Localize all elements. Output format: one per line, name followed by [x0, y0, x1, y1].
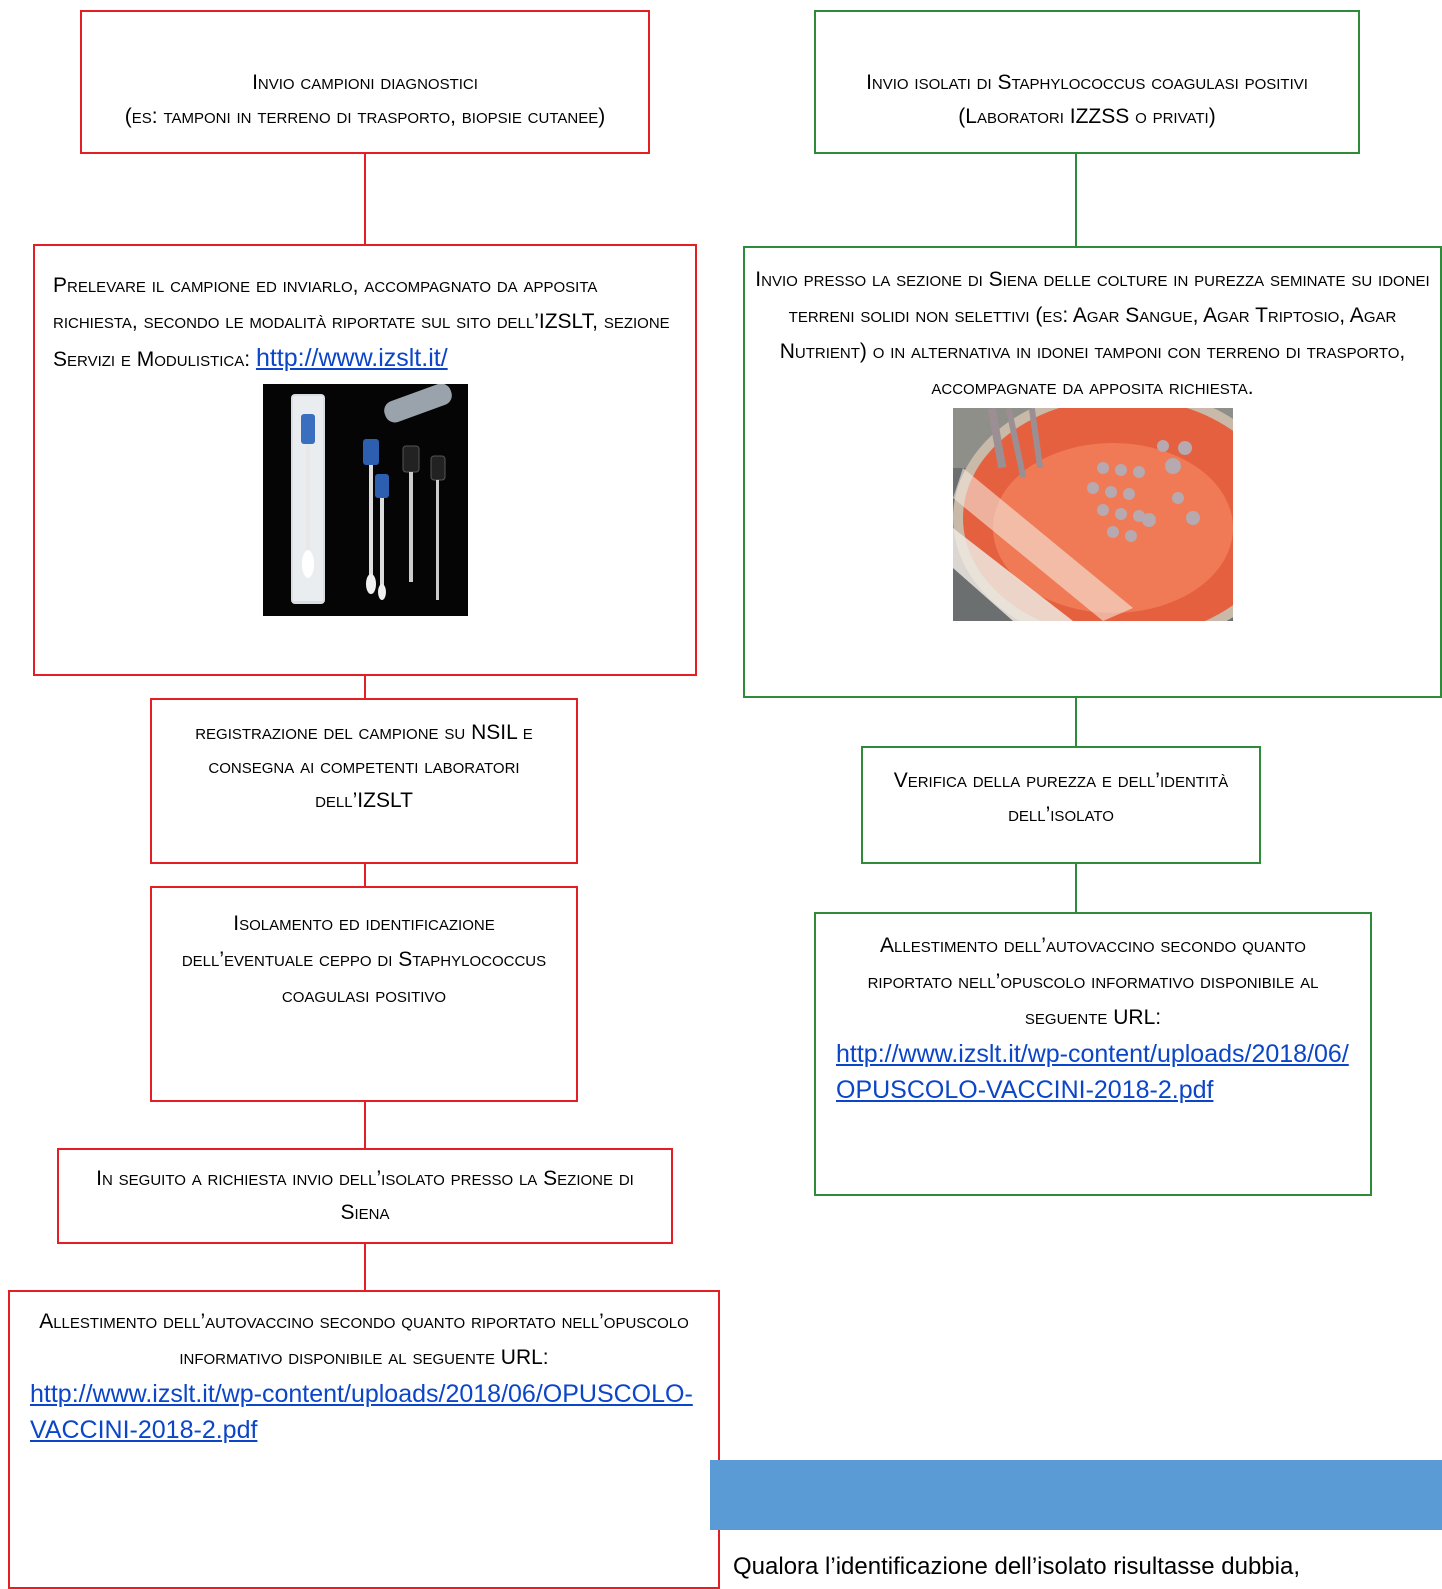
connector-left-4: [364, 1102, 366, 1148]
right-step-send-isolates-text: Invio isolati di Staphylococcus coagulas…: [866, 71, 1308, 128]
connector-left-3: [364, 864, 366, 886]
right-step-verify-purity-text: Verifica della purezza e dell’identità d…: [893, 769, 1229, 826]
left-step-register-sample: registrazione del campione su NSIL e con…: [150, 698, 578, 864]
connector-right-1: [1075, 154, 1077, 246]
right-step-prepare-vaccine-text: Allestimento dell’autovaccino secondo qu…: [867, 934, 1319, 1029]
left-step-collect-sample: Prelevare il campione ed inviarlo, accom…: [33, 244, 697, 676]
right-step-verify-purity: Verifica della purezza e dell’identità d…: [861, 746, 1261, 864]
left-step-send-isolate-text: In seguito a richiesta invio dell’isolat…: [96, 1167, 634, 1224]
connector-right-3: [1075, 864, 1077, 912]
opuscolo-link-right[interactable]: http://www.izslt.it/wp-content/uploads/2…: [836, 1040, 1349, 1104]
opuscolo-link-left[interactable]: http://www.izslt.it/wp-content/uploads/2…: [30, 1380, 693, 1444]
connector-left-5: [364, 1244, 366, 1290]
right-step-send-cultures: Invio presso la sezione di Siena delle c…: [743, 246, 1442, 698]
connector-left-1: [364, 154, 366, 244]
left-step-send-samples-text: Invio campioni diagnostici (es: tamponi …: [124, 71, 606, 128]
left-step-send-samples: Invio campioni diagnostici (es: tamponi …: [80, 10, 650, 154]
agar-plate-photo: [952, 408, 1233, 621]
connector-right-2: [1075, 698, 1077, 746]
swabs-photo: [262, 384, 468, 616]
blue-banner: [710, 1460, 1442, 1530]
right-step-send-isolates: Invio isolati di Staphylococcus coagulas…: [814, 10, 1360, 154]
left-step-send-isolate: In seguito a richiesta invio dell’isolat…: [57, 1148, 673, 1244]
identification-note: Qualora l’identificazione dell’isolato r…: [733, 1553, 1300, 1580]
left-step-isolation-text: Isolamento ed identificazione dell’event…: [181, 912, 547, 1007]
left-step-register-sample-text: registrazione del campione su NSIL e con…: [195, 721, 533, 812]
izslt-link[interactable]: http://www.izslt.it/: [255, 344, 448, 372]
right-step-prepare-vaccine: Allestimento dell’autovaccino secondo qu…: [814, 912, 1372, 1196]
left-step-prepare-vaccine-text: Allestimento dell’autovaccino secondo qu…: [39, 1310, 689, 1369]
right-step-send-cultures-text: Invio presso la sezione di Siena delle c…: [755, 268, 1430, 399]
left-step-collect-sample-text: Prelevare il campione ed inviarlo, accom…: [53, 274, 670, 371]
left-step-prepare-vaccine: Allestimento dell’autovaccino secondo qu…: [8, 1290, 720, 1589]
connector-left-2: [364, 676, 366, 698]
left-step-isolation: Isolamento ed identificazione dell’event…: [150, 886, 578, 1102]
